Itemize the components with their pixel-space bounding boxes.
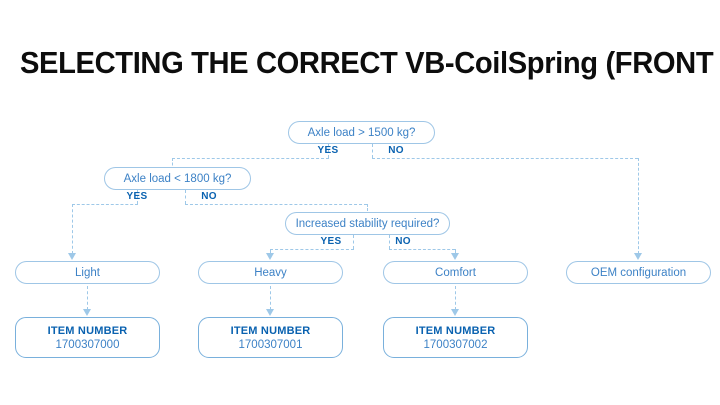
item-number-title-2: ITEM NUMBER [230, 324, 311, 337]
result-node-light[interactable]: Light [15, 261, 160, 284]
connector-d2-yes-horizontal [72, 204, 138, 205]
connector-d1-yes-horizontal [172, 158, 329, 159]
arrow-to-comfort [451, 253, 459, 260]
branch-label-d2-yes: YES [126, 191, 148, 202]
decision-label-3: Increased stability required? [295, 217, 440, 230]
connector-d2-no-horizontal [185, 204, 367, 205]
connector-comfort-to-item [455, 286, 456, 310]
item-number-node-heavy[interactable]: ITEM NUMBER 1700307001 [198, 317, 343, 358]
arrow-heavy-to-item [266, 309, 274, 316]
branch-label-d3-yes: YES [320, 236, 342, 247]
item-number-value-3: 1700307002 [423, 338, 488, 351]
decision-label-1: Axle load > 1500 kg? [307, 126, 416, 139]
page-title: SELECTING THE CORRECT VB-CoilSpring (FRO… [20, 45, 720, 80]
branch-label-d1-no: NO [388, 145, 404, 156]
connector-d1-no-stub [372, 144, 373, 158]
result-label-comfort: Comfort [435, 266, 476, 279]
item-number-title-3: ITEM NUMBER [415, 324, 496, 337]
decision-node-axle-load-1500[interactable]: Axle load > 1500 kg? [288, 121, 435, 144]
branch-label-d3-no: NO [395, 236, 411, 247]
connector-light-to-item [87, 286, 88, 310]
item-number-value-2: 1700307001 [238, 338, 303, 351]
connector-d3-yes-horizontal [270, 249, 354, 250]
item-number-title-1: ITEM NUMBER [47, 324, 128, 337]
decision-node-increased-stability[interactable]: Increased stability required? [285, 212, 450, 235]
connector-d3-no-stub [389, 235, 390, 249]
result-node-comfort[interactable]: Comfort [383, 261, 528, 284]
connector-d1-no-drop [638, 158, 639, 254]
connector-d1-yes-stub [328, 144, 329, 158]
arrow-to-light [68, 253, 76, 260]
connector-d3-no-drop [455, 249, 456, 254]
arrow-comfort-to-item [451, 309, 459, 316]
item-number-node-comfort[interactable]: ITEM NUMBER 1700307002 [383, 317, 528, 358]
arrow-to-heavy [266, 253, 274, 260]
connector-d2-no-stub [185, 190, 186, 204]
branch-label-d2-no: NO [201, 191, 217, 202]
result-label-light: Light [75, 266, 100, 279]
result-node-heavy[interactable]: Heavy [198, 261, 343, 284]
connector-d1-yes-drop [172, 158, 173, 170]
branch-label-d1-yes: YES [317, 145, 339, 156]
result-label-oem: OEM configuration [590, 266, 687, 279]
connector-heavy-to-item [270, 286, 271, 310]
arrow-light-to-item [83, 309, 91, 316]
arrow-to-oem [634, 253, 642, 260]
connector-d3-yes-stub [353, 235, 354, 249]
item-number-node-light[interactable]: ITEM NUMBER 1700307000 [15, 317, 160, 358]
result-label-heavy: Heavy [254, 266, 287, 279]
connector-d2-yes-drop [72, 204, 73, 254]
decision-label-2: Axle load < 1800 kg? [123, 172, 232, 185]
connector-d3-yes-drop [270, 249, 271, 254]
decision-node-axle-load-1800[interactable]: Axle load < 1800 kg? [104, 167, 251, 190]
result-node-oem-configuration[interactable]: OEM configuration [566, 261, 711, 284]
connector-d2-yes-stub [137, 190, 138, 204]
connector-d3-no-horizontal [389, 249, 455, 250]
item-number-value-1: 1700307000 [55, 338, 120, 351]
connector-d2-no-drop [367, 204, 368, 215]
connector-d1-no-horizontal [372, 158, 638, 159]
